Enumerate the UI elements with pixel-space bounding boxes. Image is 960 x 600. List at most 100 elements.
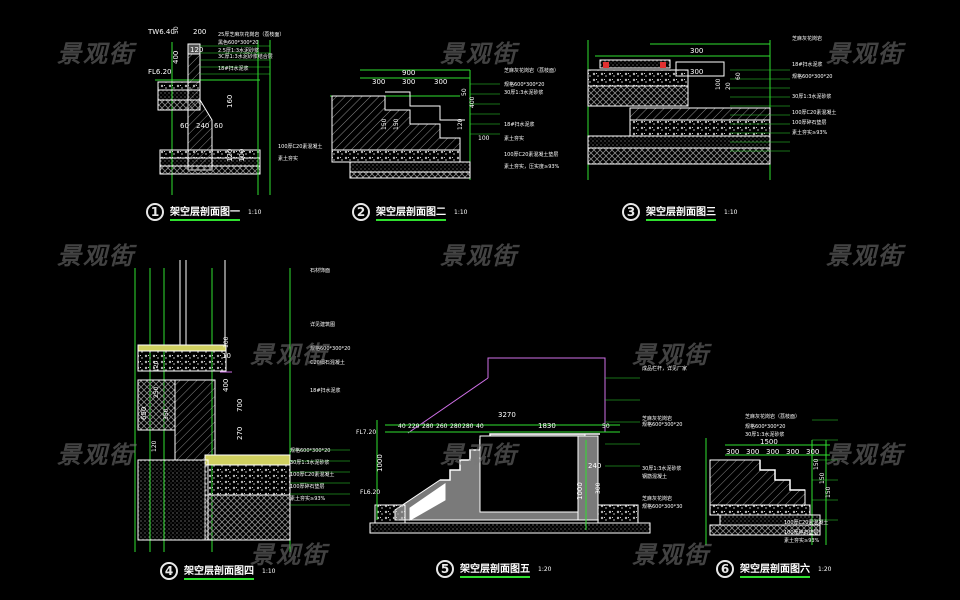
support-wall bbox=[577, 435, 599, 521]
section-number-badge: 6 bbox=[716, 560, 734, 578]
material-note: C20细石混凝土 bbox=[310, 359, 345, 366]
slab-layer bbox=[137, 350, 227, 372]
dimension-label: 300 bbox=[690, 68, 703, 76]
dimension-label: 200 bbox=[193, 28, 206, 36]
gravel-layer bbox=[331, 149, 461, 163]
section-title-3: 3 架空层剖面图三 1:10 bbox=[622, 203, 737, 221]
soil-layer bbox=[137, 459, 209, 541]
dimension-label: 300 bbox=[786, 448, 799, 456]
dimension-label: 300 bbox=[372, 78, 385, 86]
dimension-label: 60 bbox=[214, 122, 223, 130]
material-note: 芝麻灰花岗岩（荔枝面） bbox=[504, 67, 559, 74]
soil-layer bbox=[349, 171, 471, 179]
paving-joint bbox=[660, 62, 666, 68]
dimension-label: 50 bbox=[461, 88, 468, 96]
section-number-badge: 5 bbox=[436, 560, 454, 578]
material-note: 100厚C20素混凝土 bbox=[278, 143, 322, 150]
section-title-2: 2 架空层剖面图二 1:10 bbox=[352, 203, 467, 221]
material-note: 3C厚1:3水泥砂浆结合层 bbox=[218, 53, 273, 60]
dimension-label: 120 bbox=[151, 440, 158, 452]
section-title-text: 架空层剖面图三 bbox=[646, 203, 716, 221]
dimension-label: 1000 bbox=[376, 454, 384, 472]
material-note: 100厚碎石垫层 bbox=[784, 529, 819, 536]
dimension-label: 300 bbox=[402, 78, 415, 86]
wall-section bbox=[174, 379, 216, 461]
dimension-label: 900 bbox=[402, 69, 415, 77]
dimension-label: 20 bbox=[725, 82, 732, 90]
material-note: 18#扫水泥浆 bbox=[792, 61, 823, 68]
section-number-badge: 1 bbox=[146, 203, 164, 221]
dimension-label: 120 bbox=[226, 149, 234, 162]
material-note: 30厚1:3水泥砂浆 bbox=[642, 465, 681, 472]
material-note: 芝麻灰花岗岩 bbox=[792, 35, 822, 42]
material-note: 100厚碎石垫层 bbox=[290, 483, 325, 490]
material-note: 素土夯实 bbox=[278, 155, 298, 162]
material-note: 素土夯实，压实度≥93% bbox=[504, 163, 560, 170]
dimension-label: 300 bbox=[595, 482, 602, 494]
section-title-4: 4 架空层剖面图四 1:10 bbox=[160, 562, 275, 580]
dimension-label: 160 bbox=[226, 95, 234, 108]
elevation-label: FL6.20 bbox=[360, 489, 380, 496]
dimension-label: 300 bbox=[746, 448, 759, 456]
section-number-badge: 4 bbox=[160, 562, 178, 580]
dimension-label: 1000 bbox=[576, 482, 584, 500]
dimension-label: 220 bbox=[408, 423, 420, 430]
gravel-layer bbox=[157, 99, 201, 111]
material-note: 规格600*300*20 bbox=[745, 423, 785, 430]
material-note: 18#扫水泥浆 bbox=[504, 121, 535, 128]
gravel-layer bbox=[629, 119, 771, 137]
paving-layer bbox=[204, 454, 291, 466]
soil-layer bbox=[159, 165, 261, 175]
mortar-layer bbox=[157, 89, 201, 101]
material-note: 详见建筑图 bbox=[310, 321, 335, 328]
dimension-label: 100 bbox=[238, 149, 246, 162]
dimension-label: 60 bbox=[180, 122, 189, 130]
material-note: 规格600*300*20 bbox=[290, 447, 330, 454]
material-note: 18#扫水泥浆 bbox=[218, 65, 249, 72]
material-note: 100厚C20素混凝土 bbox=[290, 471, 334, 478]
paving-joint bbox=[603, 62, 609, 68]
section-title-5: 5 架空层剖面图五 1:20 bbox=[436, 560, 551, 578]
material-note: 规格600*300*20 bbox=[504, 81, 544, 88]
dimension-label: 300 bbox=[434, 78, 447, 86]
material-note: 成品栏杆，详见厂家 bbox=[642, 365, 687, 372]
dimension-label: 150 bbox=[825, 486, 832, 498]
material-note: 100厚C20素混凝土 bbox=[792, 109, 836, 116]
material-note: 18#扫水泥浆 bbox=[310, 387, 341, 394]
material-note: 芝麻灰花岗岩（荔枝面） bbox=[745, 413, 800, 420]
dimension-label: 300 bbox=[690, 47, 703, 55]
gravel-layer bbox=[587, 69, 689, 87]
dimension-label: 250 bbox=[153, 386, 160, 398]
dimension-label: 1500 bbox=[760, 438, 778, 446]
material-note: 2.5厚1:3水泥砂浆 bbox=[218, 47, 259, 54]
material-note: 芝麻灰花岗岩 bbox=[642, 495, 672, 502]
dimension-label: 100 bbox=[715, 78, 722, 90]
paving-layer bbox=[157, 81, 201, 91]
dimension-label: 280 bbox=[450, 423, 462, 430]
step-nosing bbox=[759, 460, 805, 491]
slab-layer bbox=[629, 107, 771, 121]
section-title-text: 架空层剖面图六 bbox=[740, 560, 810, 578]
dimension-label: 240 bbox=[588, 462, 601, 470]
material-note: 100厚C20素混凝土 bbox=[784, 519, 828, 526]
section-scale: 1:20 bbox=[818, 565, 832, 573]
material-note: 黑色600*300*20 bbox=[218, 39, 258, 46]
hollow-chamber bbox=[479, 435, 581, 513]
dimension-label: 50 bbox=[602, 423, 610, 430]
material-note: 规格600*300*30 bbox=[642, 503, 682, 510]
gravel-layer bbox=[709, 504, 811, 516]
dimension-label: 40 bbox=[476, 423, 484, 430]
dimension-label: 10 bbox=[222, 352, 231, 360]
base-layer bbox=[587, 85, 689, 107]
planter-edge bbox=[675, 61, 725, 77]
dimension-label: 300 bbox=[766, 448, 779, 456]
material-note: 素土夯实 bbox=[504, 135, 524, 142]
elevation-label: TW6.40 bbox=[147, 28, 175, 36]
section-title-6: 6 架空层剖面图六 1:20 bbox=[716, 560, 831, 578]
concrete-layer bbox=[349, 161, 471, 173]
fill-layer bbox=[137, 379, 176, 431]
material-note: 25厚芝麻灰花岗岩（荔枝面） bbox=[218, 31, 284, 38]
dimension-label: 150 bbox=[393, 118, 400, 130]
paving-layer bbox=[599, 59, 671, 69]
material-note: 30厚1:3水泥砂浆 bbox=[290, 459, 329, 466]
